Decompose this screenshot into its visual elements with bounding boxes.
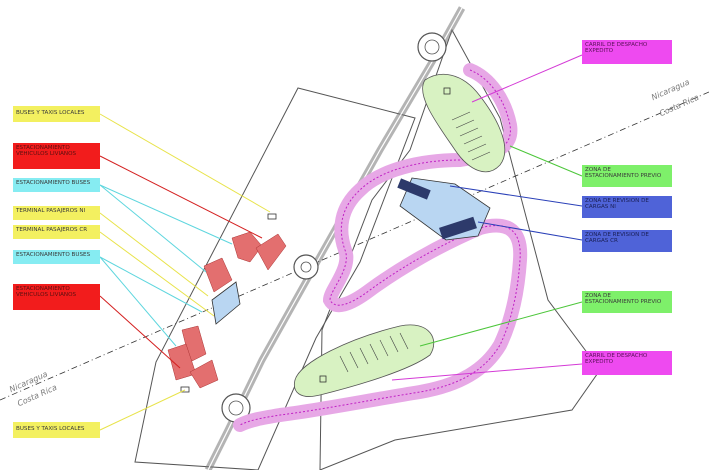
highway-centerline [207, 7, 463, 470]
leader-terminal-ni [99, 212, 209, 297]
leader-buses-2 [99, 256, 203, 313]
site-boundary-east [319, 28, 601, 470]
label-express-lane-bottom: CARRIL DE DESPACHO EXPEDITO [582, 351, 672, 375]
leader-terminal-cr [99, 231, 215, 317]
stalls-north [451, 111, 491, 161]
label-previous-parking-top: ZONA DE ESTACIONAMIENTO PREVIO [582, 165, 672, 187]
stalls-south [339, 332, 409, 373]
label-cargo-inspection-cr: ZONA DE REVISION DE CARGAS CR [582, 230, 672, 252]
leader-revision-ni [449, 185, 583, 207]
label-cargo-inspection-ni: ZONA DE REVISION DE CARGAS NI [582, 196, 672, 218]
label-bus-parking-2: ESTACIONAMIENTO BUSES [13, 250, 100, 264]
leader-buses-1b [99, 184, 207, 273]
leader-carril-bottom [391, 363, 583, 381]
parking-lot-south [293, 324, 435, 397]
leader-buses-taxis-top [99, 113, 271, 213]
leader-zona-previo-bottom [419, 301, 583, 347]
passenger-terminal [211, 281, 241, 325]
light-vehicle-parking [167, 231, 287, 389]
inspection-bays [397, 178, 477, 240]
parking-lot-north [422, 73, 506, 173]
leader-buses-1 [99, 184, 233, 245]
leader-vehicles-bottom [99, 295, 181, 369]
roundabout-north [417, 32, 447, 62]
site-boundary-west [134, 87, 416, 470]
leader-zona-previo-top [509, 145, 583, 177]
border-line [0, 91, 709, 401]
label-light-vehicle-parking-bottom: ESTACIONAMIENTO VEHICULOS LIVIANOS [13, 284, 100, 310]
label-buses-taxis-top: BUSES Y TAXIS LOCALES [13, 106, 100, 122]
label-buses-taxis-bottom: BUSES Y TAXIS LOCALES [13, 422, 100, 438]
roundabout-center [293, 254, 319, 280]
leader-revision-cr [477, 221, 583, 241]
leader-buses-2b [99, 256, 177, 347]
leader-carril-top [471, 54, 583, 103]
label-terminal-cr: TERMINAL PASAJEROS CR [13, 225, 100, 239]
label-previous-parking-bottom: ZONA DE ESTACIONAMIENTO PREVIO [582, 291, 672, 313]
leader-buses-taxis-bottom [99, 389, 186, 431]
label-express-lane-top: CARRIL DE DESPACHO EXPEDITO [582, 40, 672, 64]
leader-vehicles-top [99, 155, 263, 239]
label-terminal-ni: TERMINAL PASAJEROS NI [13, 206, 100, 220]
label-bus-parking-1: ESTACIONAMIENTO BUSES [13, 178, 100, 192]
label-light-vehicle-parking-top: ESTACIONAMIENTO VEHICULOS LIVIANOS [13, 143, 100, 169]
